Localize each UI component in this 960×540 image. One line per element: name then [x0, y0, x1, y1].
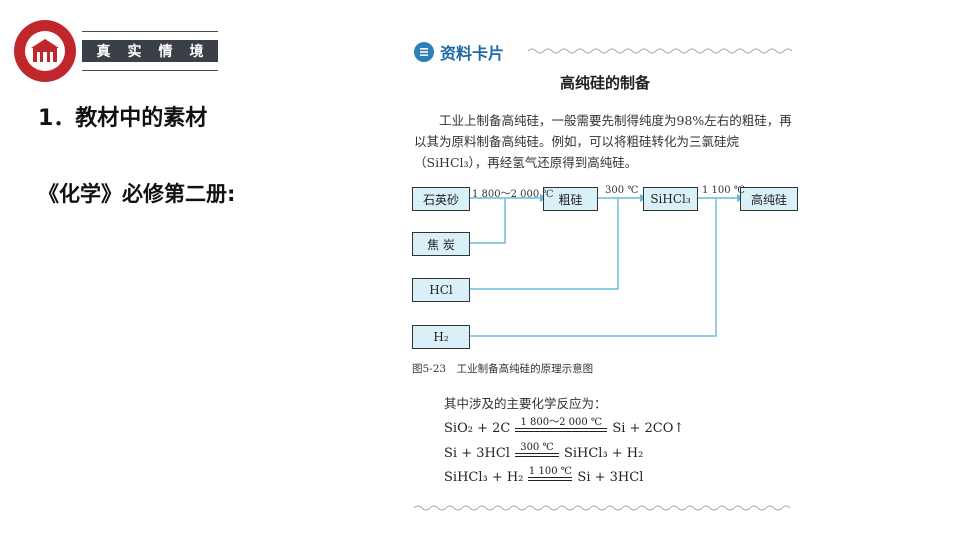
reactants: Si + 3HCl: [444, 446, 510, 461]
card-header: 资料卡片: [414, 40, 504, 64]
reaction-condition: 300 ℃: [520, 442, 554, 453]
box-sihcl3: SiHCl₃: [643, 187, 698, 211]
products: SiHCl₃ + H₂: [563, 446, 644, 461]
book-reference: 《化学》必修第二册:: [38, 182, 236, 206]
logo-emblem: [25, 31, 65, 71]
article-paragraph: 工业上制备高纯硅，一般需要先制得纯度为98%左右的粗硅，再以其为原料制备高纯硅。…: [414, 113, 792, 170]
figure-caption: 图5-23 工业制备高纯硅的原理示意图: [412, 363, 594, 375]
article-title: 高纯硅的制备: [559, 74, 650, 92]
decorative-wave: [528, 48, 793, 54]
box-quartz-sand: 石英砂: [412, 187, 470, 211]
condition-label: 300 ℃: [605, 185, 639, 196]
badge-char: 境: [189, 44, 204, 60]
reaction-equation: Si + 3HCl 300 ℃ SiHCl₃ + H₂: [444, 442, 643, 461]
reaction-condition: 1 800～2 000 ℃: [520, 417, 603, 428]
condition-label: 1 100 ℃: [702, 185, 745, 196]
reactants: SiO₂ + 2C: [444, 421, 511, 436]
decorative-wave: [414, 505, 791, 511]
reaction-equation: SiHCl₃ + H₂ 1 100 ℃ Si + 3HCl: [444, 466, 643, 485]
textbook-excerpt: 资料卡片 高纯硅的制备 工业上制备高纯硅，一般需要先制得纯度为98%左右的粗硅，…: [400, 30, 810, 520]
reaction-condition-arrow: 1 800～2 000 ℃: [515, 417, 608, 436]
building-icon: [31, 39, 59, 62]
section-heading: 1．教材中的素材: [38, 106, 208, 131]
reactions-intro: 其中涉及的主要化学反应为：: [444, 396, 607, 411]
products: Si + 3HCl: [577, 470, 644, 485]
section-badge: 真 实 情 境: [82, 40, 218, 62]
reactants: SiHCl₃ + H₂: [444, 470, 524, 485]
school-logo: [14, 20, 76, 82]
reaction-condition: 1 100 ℃: [528, 466, 572, 477]
box-crude-silicon: 粗硅: [543, 187, 598, 211]
book-icon: [414, 42, 434, 62]
reaction-equation: SiO₂ + 2C 1 800～2 000 ℃ Si + 2CO↑: [444, 417, 684, 436]
products: Si + 2CO↑: [612, 421, 685, 436]
box-h2: H₂: [412, 325, 470, 349]
condition-label: 1 800～2 000 ℃: [472, 189, 554, 200]
badge-char: 真: [96, 44, 111, 60]
badge-char: 情: [158, 44, 173, 60]
badge-char: 实: [127, 44, 142, 60]
box-pure-silicon: 高纯硅: [740, 187, 798, 211]
card-label: 资料卡片: [440, 44, 505, 63]
box-coke: 焦 炭: [412, 232, 470, 256]
badge-bottom-rule: [82, 70, 218, 71]
box-hcl: HCl: [412, 278, 470, 302]
badge-top-rule: [82, 31, 218, 32]
reaction-condition-arrow: 1 100 ℃: [528, 466, 573, 485]
reaction-condition-arrow: 300 ℃: [514, 442, 559, 461]
